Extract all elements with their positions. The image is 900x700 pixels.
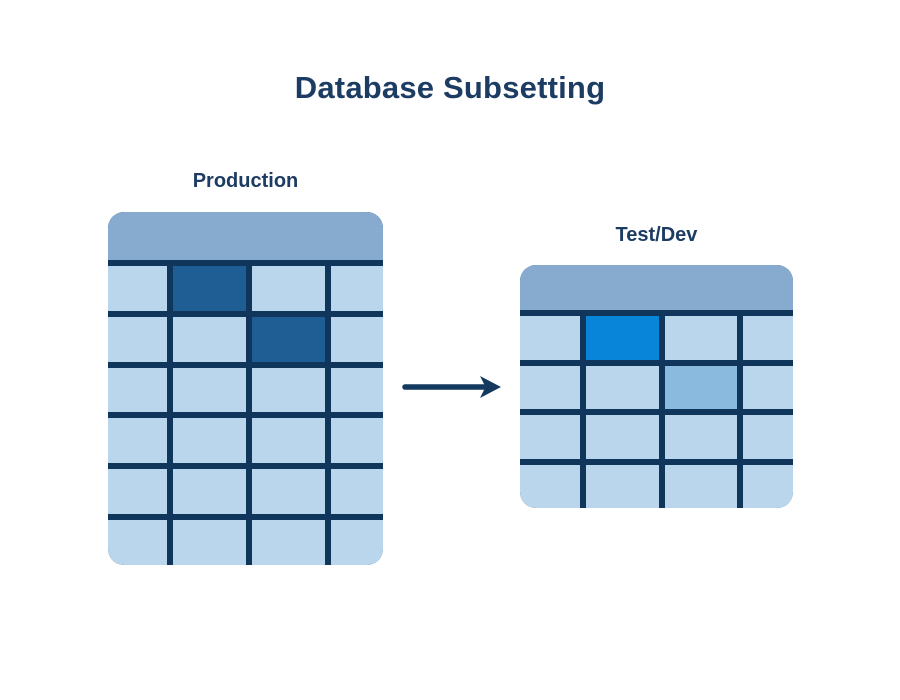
production-table-header [108, 212, 383, 260]
production-table-cell-r3c0 [108, 418, 167, 464]
production-table-cell-r4c1 [173, 469, 246, 515]
testdev-table-cell-r2c0 [520, 415, 580, 459]
production-table-cell-r4c2 [252, 469, 325, 515]
production-table-cell-r5c3 [331, 520, 383, 565]
testdev-table-cell-r1c1 [586, 365, 659, 409]
testdev-table-header [520, 265, 793, 310]
production-table-cell-r2c2 [252, 367, 325, 413]
production-table-cell-r4c3 [331, 469, 383, 515]
production-table-cell-r0c2 [252, 266, 325, 311]
testdev-table-cell-r0c1-highlighted [586, 316, 659, 360]
production-table-cell-r1c2-highlighted [252, 316, 325, 362]
testdev-table-cell-r2c1 [586, 415, 659, 459]
production-table-cell-r2c1 [173, 367, 246, 413]
testdev-table-cell-r0c0 [520, 316, 580, 360]
production-table-cell-r3c3 [331, 418, 383, 464]
production-table [108, 212, 383, 565]
testdev-table-cell-r3c2 [665, 464, 737, 508]
production-table-cell-r0c0 [108, 266, 167, 311]
production-table-cell-r1c1 [173, 316, 246, 362]
production-table-cell-r1c0 [108, 316, 167, 362]
testdev-table-cell-r3c3 [743, 464, 793, 508]
testdev-table-cell-r1c3 [743, 365, 793, 409]
production-label: Production [192, 170, 299, 192]
diagram-title: Database Subsetting [294, 70, 606, 105]
production-table-cell-r0c3 [331, 266, 383, 311]
production-table-cell-r3c1 [173, 418, 246, 464]
production-table-cell-r5c2 [252, 520, 325, 565]
production-table-cell-r2c0 [108, 367, 167, 413]
production-table-cell-r3c2 [252, 418, 325, 464]
testdev-table-cell-r2c3 [743, 415, 793, 459]
testdev-table-cell-r3c0 [520, 464, 580, 508]
production-table-cell-r2c3 [331, 367, 383, 413]
production-table-cell-r5c0 [108, 520, 167, 565]
testdev-table-cell-r0c3 [743, 316, 793, 360]
testdev-table-cell-r0c2 [665, 316, 737, 360]
testdev-table-body [520, 316, 793, 508]
production-table-cell-r4c0 [108, 469, 167, 515]
testdev-table-cell-r3c1 [586, 464, 659, 508]
right-arrow-icon [402, 376, 501, 398]
production-table-cell-r5c1 [173, 520, 246, 565]
production-table-cell-r0c1-highlighted [173, 266, 246, 311]
testdev-table-cell-r2c2 [665, 415, 737, 459]
testdev-table-cell-r1c2-highlighted [665, 365, 737, 409]
production-table-cell-r1c3 [331, 316, 383, 362]
testdev-label: Test/Dev [615, 224, 698, 246]
testdev-table-cell-r1c0 [520, 365, 580, 409]
testdev-table [520, 265, 793, 508]
production-table-body [108, 266, 383, 565]
